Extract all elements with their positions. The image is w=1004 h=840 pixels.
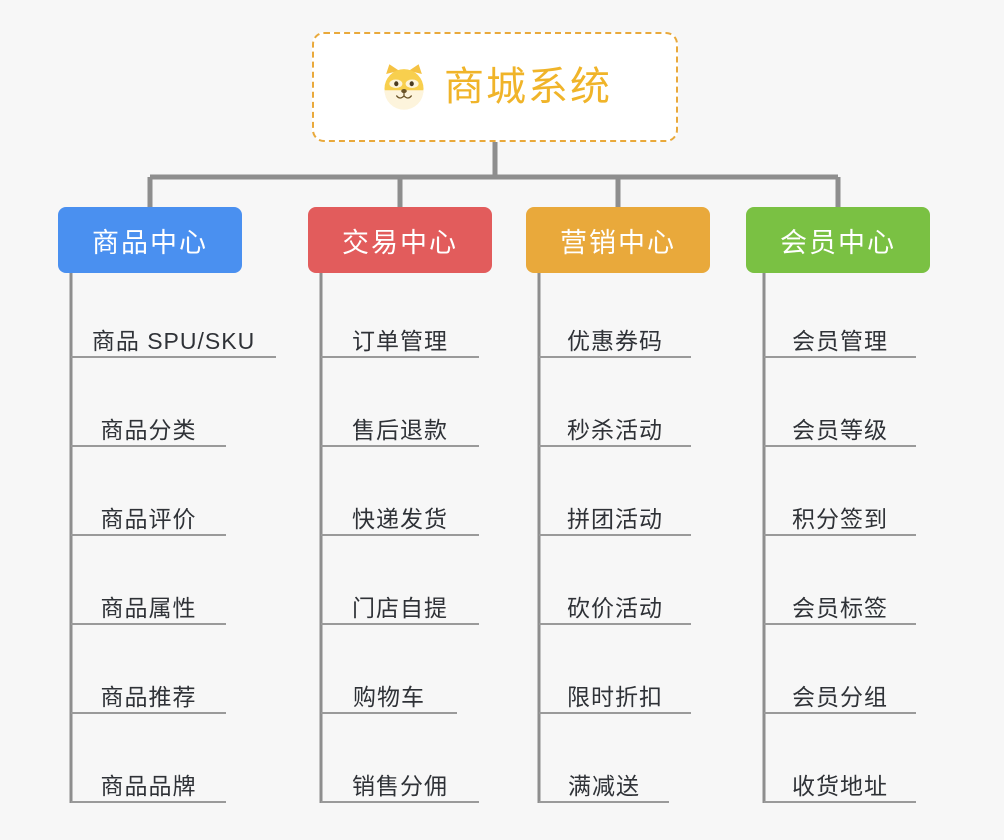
category-label: 交易中心 xyxy=(342,227,458,258)
category-label: 会员中心 xyxy=(780,227,896,258)
leaf-item-label: 商品分类 xyxy=(100,416,197,443)
leaf-item[interactable]: 商品属性 xyxy=(71,579,226,625)
leaf-item[interactable]: 订单管理 xyxy=(321,312,479,358)
category-box-marketing-center[interactable]: 营销中心 xyxy=(526,207,710,273)
leaf-item-label: 商品推荐 xyxy=(100,683,197,710)
leaf-item[interactable]: 会员标签 xyxy=(764,579,916,625)
leaf-item[interactable]: 限时折扣 xyxy=(539,668,691,714)
leaf-item[interactable]: 砍价活动 xyxy=(539,579,691,625)
leaf-item-label: 购物车 xyxy=(353,683,425,710)
leaf-item-label: 商品评价 xyxy=(100,505,197,532)
category-label: 商品中心 xyxy=(92,227,208,258)
leaf-item[interactable]: 商品品牌 xyxy=(71,757,226,803)
leaf-item-label: 收货地址 xyxy=(792,772,888,799)
leaf-item[interactable]: 秒杀活动 xyxy=(539,401,691,447)
leaf-item-label: 商品品牌 xyxy=(100,772,197,799)
leaf-item-label: 订单管理 xyxy=(352,327,448,354)
leaf-item[interactable]: 满减送 xyxy=(539,757,669,803)
root-title: 商城系统 xyxy=(444,65,612,109)
leaf-item-label: 售后退款 xyxy=(352,416,448,443)
leaf-item-label: 砍价活动 xyxy=(567,594,663,621)
category-box-member-center[interactable]: 会员中心 xyxy=(746,207,930,273)
leaf-item-label: 会员等级 xyxy=(792,416,888,443)
leaf-item-label: 销售分佣 xyxy=(352,772,448,799)
dog-face-icon xyxy=(378,61,430,113)
leaf-item-label: 门店自提 xyxy=(352,594,448,621)
leaf-item[interactable]: 会员管理 xyxy=(764,312,916,358)
leaf-item[interactable]: 商品 SPU/SKU xyxy=(71,312,276,358)
leaf-item[interactable]: 会员等级 xyxy=(764,401,916,447)
leaf-item[interactable]: 商品评价 xyxy=(71,490,226,536)
leaf-item[interactable]: 购物车 xyxy=(321,668,457,714)
leaf-item[interactable]: 快递发货 xyxy=(321,490,479,536)
leaf-item-label: 优惠券码 xyxy=(567,327,663,354)
leaf-item-label: 商品 SPU/SKU xyxy=(91,327,256,354)
leaf-item-label: 会员标签 xyxy=(792,594,888,621)
leaf-item-label: 积分签到 xyxy=(792,505,888,532)
leaf-item[interactable]: 销售分佣 xyxy=(321,757,479,803)
leaf-item[interactable]: 拼团活动 xyxy=(539,490,691,536)
category-label: 营销中心 xyxy=(560,227,676,258)
leaf-item-label: 拼团活动 xyxy=(567,505,663,532)
leaf-item-label: 秒杀活动 xyxy=(567,416,663,443)
leaf-item[interactable]: 商品分类 xyxy=(71,401,226,447)
leaf-item[interactable]: 会员分组 xyxy=(764,668,916,714)
leaf-item-label: 会员管理 xyxy=(792,327,888,354)
category-box-trade-center[interactable]: 交易中心 xyxy=(308,207,492,273)
category-box-product-center[interactable]: 商品中心 xyxy=(58,207,242,273)
leaf-item[interactable]: 售后退款 xyxy=(321,401,479,447)
leaf-item[interactable]: 商品推荐 xyxy=(71,668,226,714)
leaf-item-label: 商品属性 xyxy=(100,594,197,621)
leaf-item[interactable]: 收货地址 xyxy=(764,757,916,803)
leaf-item-label: 限时折扣 xyxy=(567,683,663,710)
leaf-item-label: 快递发货 xyxy=(352,505,448,532)
leaf-item-label: 会员分组 xyxy=(792,683,888,710)
leaf-item[interactable]: 积分签到 xyxy=(764,490,916,536)
leaf-item[interactable]: 优惠券码 xyxy=(539,312,691,358)
leaf-item-label: 满减送 xyxy=(568,772,640,799)
root-node[interactable]: 商城系统 xyxy=(312,32,678,142)
leaf-item[interactable]: 门店自提 xyxy=(321,579,479,625)
